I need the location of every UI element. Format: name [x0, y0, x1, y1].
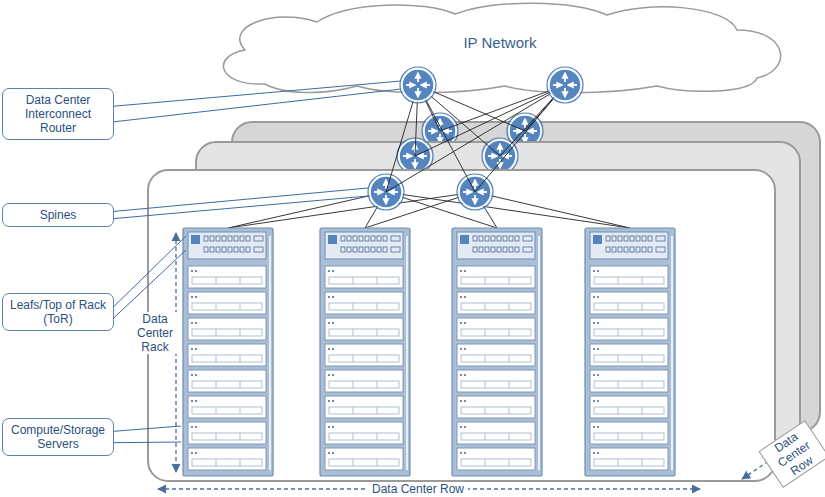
- server-unit: [325, 344, 403, 366]
- server-unit: [188, 266, 266, 288]
- tor-switch: [590, 232, 668, 259]
- node-text: Spines: [9, 208, 107, 222]
- server-unit: [325, 318, 403, 340]
- server-unit: [325, 292, 403, 314]
- node-text: Data Center Interconnect Router: [9, 93, 107, 135]
- server-rack: [183, 228, 273, 476]
- server-unit: [590, 396, 668, 418]
- tor-switch: [457, 232, 535, 259]
- server-unit: [188, 396, 266, 418]
- server-unit: [188, 370, 266, 392]
- leader-line: [114, 426, 181, 431]
- leader-line: [114, 442, 181, 444]
- server-unit: [457, 266, 535, 288]
- server-unit: [188, 292, 266, 314]
- server-unit: [188, 422, 266, 444]
- server-unit: [590, 292, 668, 314]
- server-unit: [325, 448, 403, 470]
- callout-box: Compute/Storage Servers: [2, 418, 114, 456]
- server-rack: [320, 228, 410, 476]
- server-unit: [590, 448, 668, 470]
- leader-line: [114, 89, 401, 122]
- server-unit: [457, 292, 535, 314]
- server-unit: [457, 396, 535, 418]
- server-unit: [188, 318, 266, 340]
- node-text: Compute/Storage Servers: [9, 423, 107, 451]
- server-unit: [590, 318, 668, 340]
- server-unit: [590, 344, 668, 366]
- server-unit: [457, 422, 535, 444]
- router-icon: [482, 138, 518, 174]
- link-line: [418, 85, 500, 156]
- cloud-shape: IP Network: [205, 0, 795, 96]
- link-line: [228, 192, 475, 228]
- server-rack: [585, 228, 675, 476]
- router-icon: [368, 174, 404, 210]
- server-unit: [590, 370, 668, 392]
- server-unit: [325, 370, 403, 392]
- link-line: [475, 85, 565, 192]
- server-unit: [457, 318, 535, 340]
- server-rack: [452, 228, 542, 476]
- dimension-label: Data Center Row: [368, 482, 468, 496]
- tor-switch: [325, 232, 403, 259]
- link-line: [500, 85, 565, 156]
- leader-line: [114, 236, 186, 306]
- callout-box: Data Center Interconnect Router: [2, 88, 114, 140]
- leader-line: [114, 250, 186, 318]
- server-unit: [325, 396, 403, 418]
- row-outline: [148, 170, 775, 481]
- link-line: [386, 192, 630, 228]
- server-unit: [188, 344, 266, 366]
- server-unit: [325, 422, 403, 444]
- server-unit: [457, 448, 535, 470]
- server-unit: [457, 370, 535, 392]
- router-icon: [397, 138, 433, 174]
- server-unit: [457, 344, 535, 366]
- callout-box: Spines: [2, 203, 114, 227]
- callout-box: Leafs/Top of Rack (ToR): [2, 293, 114, 331]
- link-line: [418, 85, 475, 192]
- server-unit: [325, 266, 403, 288]
- link-line: [475, 192, 630, 228]
- server-unit: [188, 448, 266, 470]
- server-unit: [590, 266, 668, 288]
- leader-line: [114, 196, 368, 219]
- link-line: [386, 85, 565, 192]
- router-icon: [457, 174, 493, 210]
- node-text: Leafs/Top of Rack (ToR): [9, 298, 107, 326]
- link-line: [415, 85, 418, 156]
- link-line: [228, 192, 386, 228]
- leader-line: [114, 188, 368, 211]
- dimension-label: Data Center Rack: [128, 312, 182, 354]
- link-line: [415, 85, 565, 156]
- node-text: IP Network: [463, 34, 536, 96]
- tor-switch: [188, 232, 266, 259]
- link-line: [386, 85, 418, 192]
- server-unit: [590, 422, 668, 444]
